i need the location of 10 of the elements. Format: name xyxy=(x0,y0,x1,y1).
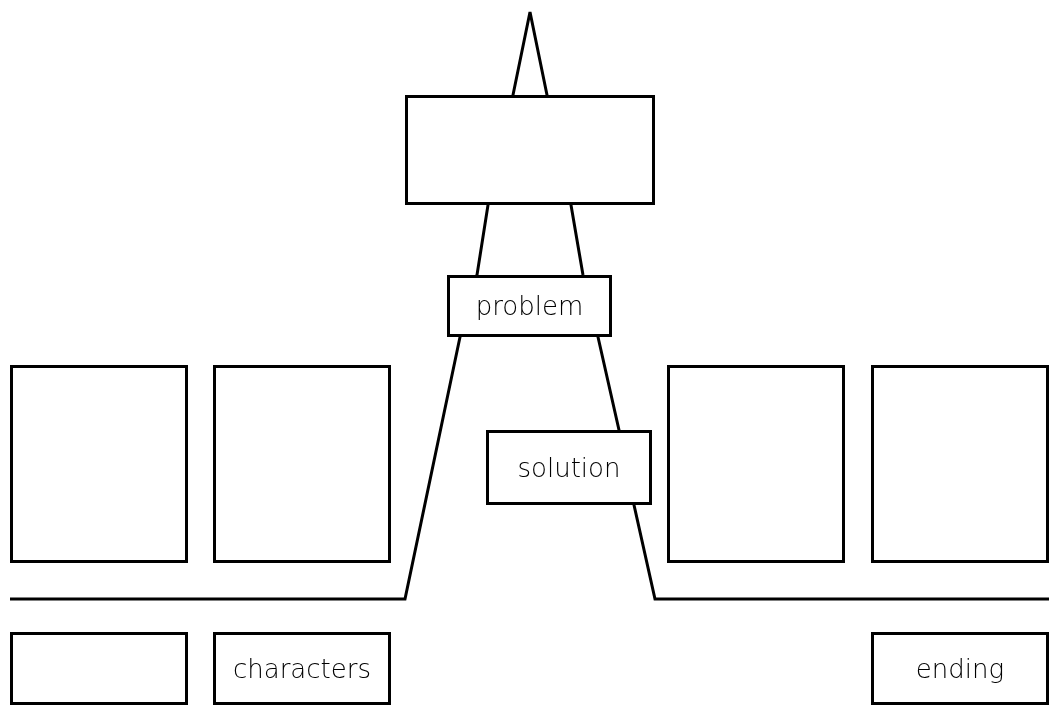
label-box: solution xyxy=(486,430,652,505)
blank-box xyxy=(667,365,845,563)
label-box: problem xyxy=(447,275,612,337)
label-box: characters xyxy=(213,632,391,705)
blank-box xyxy=(10,632,188,705)
blank-box xyxy=(871,365,1049,563)
label-box: ending xyxy=(871,632,1049,705)
blank-box xyxy=(10,365,188,563)
blank-box xyxy=(405,95,655,205)
blank-box xyxy=(213,365,391,563)
